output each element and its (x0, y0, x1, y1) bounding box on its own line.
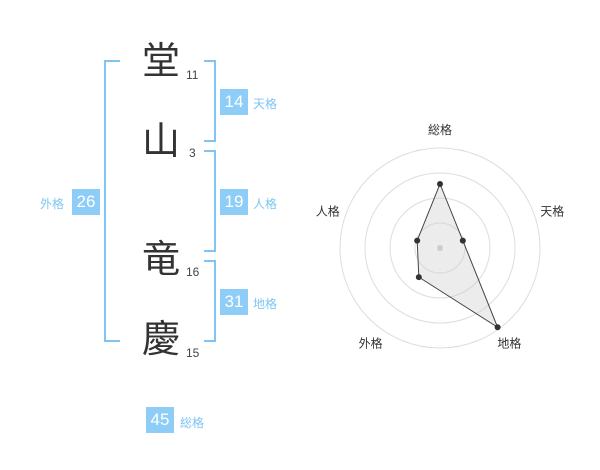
stroke-count-4: 15 (186, 346, 200, 360)
chikaku-bracket (204, 260, 216, 342)
radar-center (437, 245, 443, 251)
radar-point-3 (494, 324, 501, 331)
radar-point-2 (459, 237, 466, 244)
radar-axis-label-1: 総格 (428, 122, 452, 137)
radar-ring (389, 197, 491, 299)
name-char-2: 山 (142, 119, 181, 163)
radar-ring (414, 222, 466, 274)
soukaku-label: 総格 (180, 416, 205, 430)
jinkaku-bracket (204, 150, 216, 252)
radar-point-1 (437, 181, 443, 187)
radar-axis-label-5: 人格 (316, 204, 340, 219)
chikaku-badge: 31 (220, 289, 248, 315)
tenkaku-bracket (204, 60, 216, 142)
radar-point-4 (415, 274, 422, 281)
name-char-1: 堂 (142, 39, 181, 83)
gaikaku-bracket (104, 60, 120, 342)
radar-ring (339, 147, 541, 349)
radar-points (414, 181, 501, 331)
soukaku-badge: 45 (146, 407, 174, 433)
gaikaku-label: 外格 (40, 197, 65, 211)
jinkaku-label: 人格 (253, 197, 278, 211)
tenkaku-label: 天格 (253, 97, 278, 111)
tenkaku-badge: 14 (220, 89, 248, 115)
chikaku-label: 地格 (253, 297, 278, 311)
radar-data-polygon (416, 182, 499, 329)
radar-axis-label-2: 天格 (540, 204, 564, 219)
gaikaku-badge: 26 (72, 189, 100, 215)
stroke-count-2: 3 (189, 146, 196, 160)
radar-grid (339, 147, 541, 349)
name-char-3: 竜 (142, 237, 181, 281)
jinkaku-badge: 19 (220, 189, 248, 215)
radar-axis-label-3: 地格 (497, 335, 521, 350)
stroke-count-3: 16 (186, 265, 200, 279)
radar-ring (364, 172, 516, 324)
name-char-4: 慶 (142, 317, 181, 361)
stroke-count-1: 11 (186, 68, 199, 82)
radar-point-5 (414, 237, 421, 244)
radar-axis-label-4: 外格 (359, 335, 383, 350)
